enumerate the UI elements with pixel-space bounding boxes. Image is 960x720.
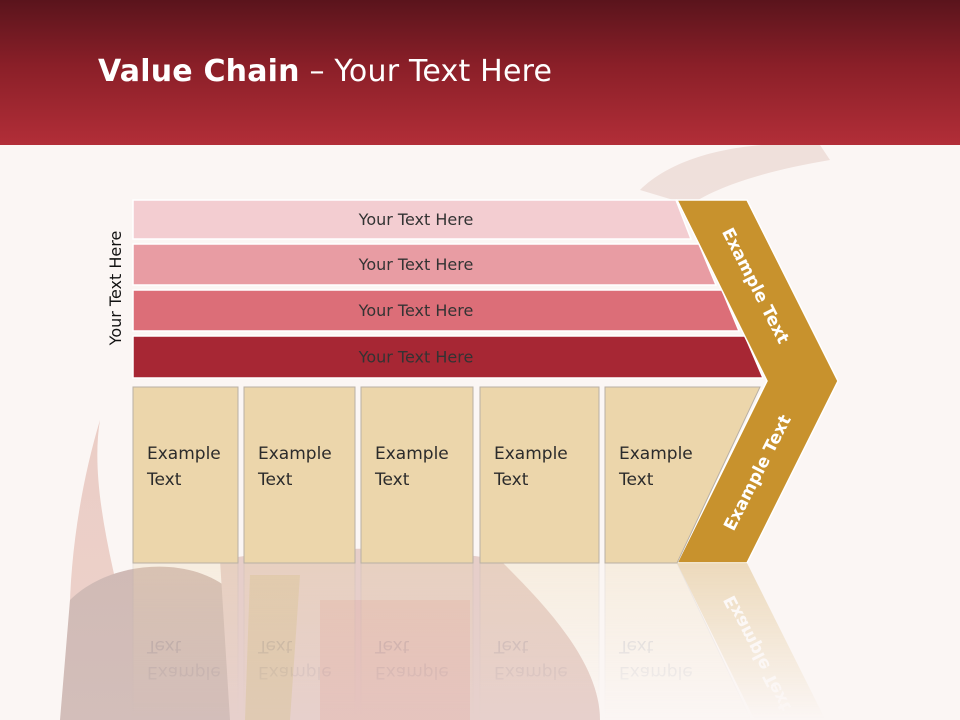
cell-4-reflection: Example Text <box>479 562 600 720</box>
cell-5-reflection-line2: Text <box>618 636 654 656</box>
bar-1-label: Your Text Here <box>358 210 474 229</box>
cell-4-reflection-shape <box>479 562 600 720</box>
cell-5-reflection: Example Text <box>604 562 752 720</box>
side-label: Your Text Here <box>106 230 125 346</box>
cell-5-reflection-shape <box>604 562 752 720</box>
slide-title: Value Chain – Your Text Here <box>98 54 552 89</box>
cell-1 <box>132 386 239 564</box>
cell-5-line1: Example <box>619 444 693 464</box>
cell-2-reflection-shape <box>243 562 356 720</box>
cell-2-reflection-line2: Text <box>257 636 293 656</box>
bar-3-label: Your Text Here <box>358 301 474 320</box>
chevron-reflection-shape <box>677 563 826 720</box>
bar-2 <box>132 243 718 286</box>
cell-1-reflection: Example Text <box>132 562 239 720</box>
cell-5-reflection-line1: Example <box>619 662 693 682</box>
cell-3-line2: Text <box>374 470 410 490</box>
cell-1-line2: Text <box>146 470 182 490</box>
cell-2-line2: Text <box>257 470 293 490</box>
cell-4-line1: Example <box>494 444 568 464</box>
bar-4 <box>132 335 765 379</box>
cell-3-reflection-line1: Example <box>375 662 449 682</box>
bar-4-label: Your Text Here <box>358 348 474 367</box>
bar-2-label: Your Text Here <box>358 255 474 274</box>
bar-3 <box>132 289 741 332</box>
cell-3-line1: Example <box>375 444 449 464</box>
cell-1-reflection-line2: Text <box>146 636 182 656</box>
cell-3 <box>360 386 474 564</box>
cell-4-reflection-line2: Text <box>493 636 529 656</box>
title-rest: – Your Text Here <box>299 54 553 89</box>
cell-1-reflection-shape <box>132 562 239 720</box>
cell-5 <box>604 386 761 564</box>
cell-1-line1: Example <box>147 444 221 464</box>
cell-1-reflection-line1: Example <box>147 662 221 682</box>
cell-3-reflection-shape <box>360 562 474 720</box>
chevron-arrow <box>675 199 839 564</box>
cell-2-line1: Example <box>258 444 332 464</box>
cell-4-reflection-line1: Example <box>494 662 568 682</box>
cell-4 <box>479 386 600 564</box>
bar-1 <box>132 199 693 240</box>
cell-4-line2: Text <box>493 470 529 490</box>
title-bold: Value Chain <box>98 54 300 89</box>
cell-2 <box>243 386 356 564</box>
cell-3-reflection: Example Text <box>360 562 474 720</box>
cell-2-reflection: Example Text <box>243 562 356 720</box>
header-band <box>0 0 960 145</box>
cell-3-reflection-line2: Text <box>374 636 410 656</box>
reflection-layer: ExampleTextExampleTextExampleTextExample… <box>132 562 826 720</box>
cell-2-reflection-line1: Example <box>258 662 332 682</box>
cell-5-line2: Text <box>618 470 654 490</box>
